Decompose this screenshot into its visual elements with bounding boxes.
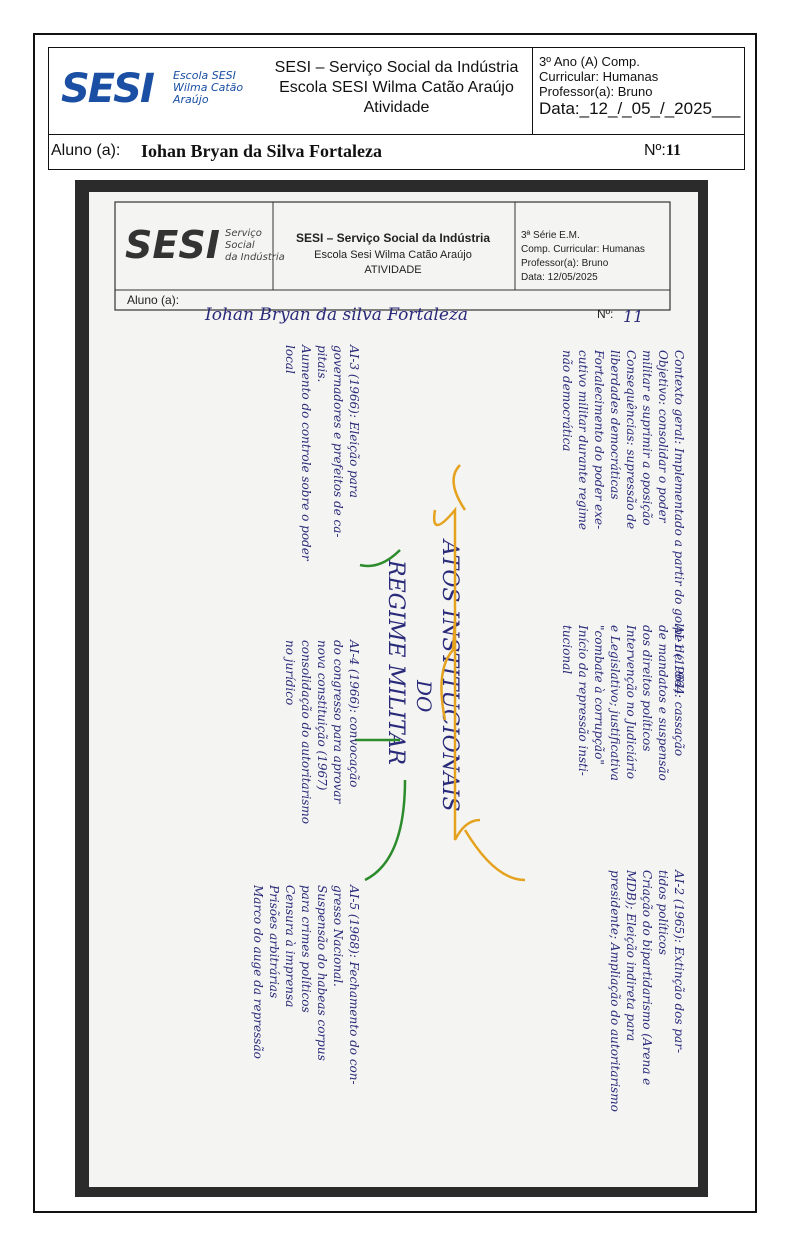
svg-text:de mandatos e suspensão: de mandatos e suspensão bbox=[656, 625, 670, 781]
arrow-to-ai2 bbox=[463, 829, 526, 882]
svg-text:governadores e prefeitos de ca: governadores e prefeitos de ca- bbox=[331, 345, 345, 538]
svg-text:AI-3 (1966): Eleição para: AI-3 (1966): Eleição para bbox=[347, 344, 361, 498]
node-ai3: AI-3 (1966): Eleição para governadores e… bbox=[283, 344, 361, 562]
svg-text:Escola Sesi Wilma Catão Araújo: Escola Sesi Wilma Catão Araújo bbox=[314, 249, 472, 261]
title-bracket bbox=[432, 506, 481, 841]
node-ai1: AI-1 (1964): cassação de mandatos e susp… bbox=[560, 624, 686, 781]
svg-text:3ª Série E.M.: 3ª Série E.M. bbox=[521, 230, 580, 241]
svg-text:para crimes políticos: para crimes políticos bbox=[299, 885, 313, 1013]
svg-text:Aumento do controle sobre o po: Aumento do controle sobre o poder bbox=[299, 344, 313, 562]
student-row: Aluno (a): Iohan Bryan da Silva Fortalez… bbox=[48, 135, 745, 170]
node-ai2: AI-2 (1965): Extinção dos par- tidos pol… bbox=[608, 869, 686, 1112]
svg-text:pitais.: pitais. bbox=[315, 345, 329, 382]
header-title: SESI – Serviço Social da Indústria Escol… bbox=[261, 48, 533, 134]
student-label: Aluno (a): bbox=[51, 142, 121, 159]
svg-text:local: local bbox=[283, 345, 297, 374]
svg-text:Consequências: supressão de: Consequências: supressão de bbox=[624, 350, 638, 529]
svg-text:da Indústria: da Indústria bbox=[225, 251, 285, 263]
svg-text:consolidação do autoritarismo: consolidação do autoritarismo bbox=[299, 640, 313, 824]
svg-text:tucional: tucional bbox=[560, 625, 574, 674]
svg-text:cutivo militar durante regime: cutivo militar durante regime bbox=[576, 350, 590, 530]
svg-text:Comp. Curricular: Humanas: Comp. Curricular: Humanas bbox=[521, 244, 645, 255]
header-info: 3º Ano (A) Comp. Curricular: Humanas Pro… bbox=[533, 48, 745, 134]
arrow-to-contexto bbox=[452, 464, 467, 511]
date-field: Data:_12_/_05_/_2025___ bbox=[539, 99, 741, 118]
node-ai5: AI-5 (1968): Fechamento do con- gresso N… bbox=[251, 884, 361, 1085]
center-title-line3: REGIME MILITAR bbox=[383, 559, 408, 765]
svg-text:AI-4 (1966): convocação: AI-4 (1966): convocação bbox=[347, 639, 361, 787]
svg-text:Marco do auge da repressão: Marco do auge da repressão bbox=[251, 884, 265, 1059]
node-ai4: AI-4 (1966): convocação do congresso par… bbox=[283, 639, 361, 824]
sesi-logo-text: SESI bbox=[61, 66, 155, 112]
svg-text:Objetivo: consolidar o poder: Objetivo: consolidar o poder bbox=[656, 350, 670, 524]
photo-drawing: SESI Serviço Social da Indústria SESI – … bbox=[114, 201, 686, 1112]
center-title-line2: DO bbox=[412, 679, 436, 712]
school-logo: SESI Escola SESI Wilma Catão Araújo bbox=[49, 48, 261, 134]
svg-text:dos direitos políticos: dos direitos políticos bbox=[640, 625, 654, 751]
svg-text:liberdades democráticas: liberdades democráticas bbox=[608, 350, 622, 499]
svg-text:tidos políticos: tidos políticos bbox=[656, 870, 670, 955]
svg-text:Contexto geral: Implementado a: Contexto geral: Implementado a partir do… bbox=[672, 350, 686, 695]
svg-text:11: 11 bbox=[623, 307, 643, 326]
node-contexto: Contexto geral: Implementado a partir do… bbox=[560, 349, 686, 695]
svg-text:e Legislativo; justificativa: e Legislativo; justificativa bbox=[608, 625, 622, 781]
svg-text:Data: 12/05/2025: Data: 12/05/2025 bbox=[521, 272, 598, 283]
document-header: SESI Escola SESI Wilma Catão Araújo SESI… bbox=[48, 47, 745, 135]
page-border bbox=[33, 33, 757, 1213]
svg-text:MDB); Eleição indireta para: MDB); Eleição indireta para bbox=[624, 869, 638, 1041]
svg-text:AI-5 (1968): Fechamento do con: AI-5 (1968): Fechamento do con- bbox=[347, 884, 361, 1085]
svg-text:Professor(a): Bruno: Professor(a): Bruno bbox=[521, 258, 609, 269]
svg-text:presidente; Ampliação do autor: presidente; Ampliação do autoritarismo bbox=[608, 870, 622, 1112]
arrow-to-ai1 bbox=[440, 619, 457, 721]
svg-text:Início da repressão insti-: Início da repressão insti- bbox=[576, 624, 590, 776]
sheet-logo-text: SESI bbox=[125, 223, 220, 267]
svg-text:não democrática: não democrática bbox=[560, 350, 574, 451]
center-title-line1: ATOS INSTITUCIONAIS bbox=[437, 538, 462, 812]
svg-text:AI-1 (1964): cassação: AI-1 (1964): cassação bbox=[672, 624, 686, 756]
activity-photo: SESI Serviço Social da Indústria SESI – … bbox=[75, 180, 708, 1197]
photo-paper bbox=[89, 192, 698, 1187]
svg-text:Criação do bipartidarismo (Are: Criação do bipartidarismo (Arena e bbox=[640, 870, 654, 1085]
svg-text:do congresso para aprovar: do congresso para aprovar bbox=[331, 640, 345, 805]
svg-text:Suspensão do habeas corpus: Suspensão do habeas corpus bbox=[315, 885, 329, 1061]
svg-text:no jurídico: no jurídico bbox=[283, 640, 297, 705]
svg-text:Censura à imprensa: Censura à imprensa bbox=[283, 885, 297, 1007]
svg-text:"combate à corrupção": "combate à corrupção" bbox=[592, 625, 606, 765]
svg-text:Social: Social bbox=[225, 240, 255, 251]
sheet-student-name: Iohan Bryan da silva Fortaleza bbox=[204, 305, 468, 325]
arrow-to-ai5 bbox=[364, 779, 407, 882]
svg-text:ATIVIDADE: ATIVIDADE bbox=[364, 264, 421, 276]
student-number: Nº:11 bbox=[644, 142, 681, 159]
sheet-header-box bbox=[114, 201, 671, 311]
svg-text:Fortalecimento do poder exe-: Fortalecimento do poder exe- bbox=[592, 349, 606, 529]
svg-text:militar e suprimir a oposição: militar e suprimir a oposição bbox=[640, 350, 654, 525]
sesi-logo-subtitle: Escola SESI Wilma Catão Araújo bbox=[173, 69, 244, 106]
svg-text:SESI – Serviço Social da Indús: SESI – Serviço Social da Indústria bbox=[296, 231, 490, 245]
student-name: Iohan Bryan da Silva Fortaleza bbox=[141, 141, 383, 161]
svg-text:AI-2 (1965): Extinção dos par-: AI-2 (1965): Extinção dos par- bbox=[672, 869, 686, 1053]
svg-text:nova constituição (1967): nova constituição (1967) bbox=[315, 640, 329, 791]
svg-text:Prisões arbitrárias: Prisões arbitrárias bbox=[267, 884, 281, 998]
svg-text:Aluno (a):: Aluno (a): bbox=[127, 293, 179, 307]
svg-text:Nº:: Nº: bbox=[597, 307, 613, 321]
svg-text:gresso Nacional.: gresso Nacional. bbox=[331, 885, 345, 987]
svg-text:Intervenção no Judiciário: Intervenção no Judiciário bbox=[624, 624, 638, 779]
mindmap-center: ATOS INSTITUCIONAIS DO REGIME MILITAR bbox=[383, 538, 462, 812]
svg-text:Serviço: Serviço bbox=[225, 228, 262, 239]
arrow-to-ai3 bbox=[359, 549, 401, 568]
